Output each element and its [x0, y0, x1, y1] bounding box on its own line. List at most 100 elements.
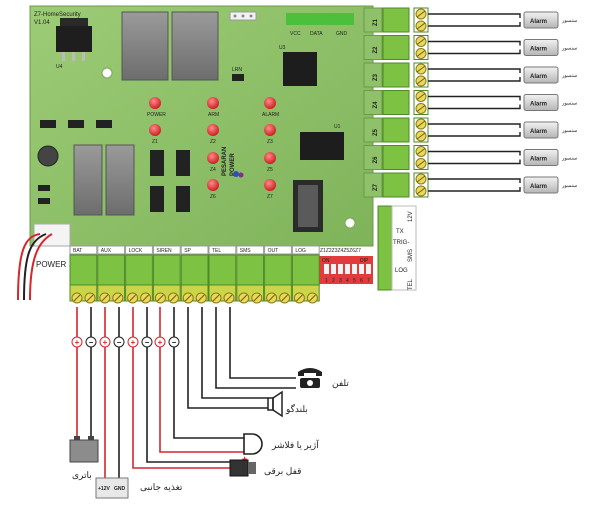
- pin-header-connector: [293, 180, 323, 232]
- chip-label-u3: U3: [279, 45, 286, 51]
- zone-terminal: [382, 145, 410, 170]
- smd-part: [96, 120, 112, 128]
- zone-label: Z1: [373, 18, 379, 26]
- sensor-label: سنسور: [561, 183, 577, 189]
- relay: [73, 144, 103, 216]
- zone-label-block: [363, 117, 383, 143]
- terminal-label: SIREN: [156, 248, 172, 254]
- battery-icon: [69, 436, 99, 463]
- transistor: [150, 150, 164, 176]
- zone-label-block: [363, 7, 383, 33]
- svg-text:−: −: [89, 338, 94, 347]
- led-label-z5: Z5: [267, 167, 273, 173]
- zone-label: Z7: [373, 183, 379, 191]
- dip-num: 6: [360, 278, 363, 284]
- brand-line-2: POWER: [230, 153, 236, 176]
- led-label-arm: ARM: [208, 112, 219, 118]
- zone-label: Z4: [373, 101, 379, 109]
- svg-text:−: −: [145, 338, 150, 347]
- header-label-vcc: VCC: [290, 31, 301, 37]
- dip-num: 5: [353, 278, 356, 284]
- speaker-icon: [267, 390, 283, 418]
- svg-text:+: +: [158, 338, 163, 347]
- led-alarm: [264, 97, 276, 109]
- led-z7: [264, 179, 276, 191]
- programming-header: [286, 13, 354, 25]
- header-label-data: DATA: [310, 31, 323, 37]
- zone-terminal: [382, 7, 410, 33]
- zone-label-block: [363, 35, 383, 60]
- svg-text:+: +: [131, 338, 136, 347]
- bottom-terminal: OUT: [264, 245, 292, 304]
- brand-line-1: PESARAN: [222, 147, 228, 176]
- side-label-tx: TX: [396, 229, 404, 235]
- right-terminal-strip: 12V TX TRIG- SMS LOG TEL: [377, 205, 417, 291]
- device-label-siren: آژیر یا فلاشر: [271, 439, 319, 451]
- telephone-icon: [298, 368, 322, 388]
- regulator-u4: U4: [56, 18, 92, 70]
- terminal-label: TEL: [212, 248, 221, 254]
- power-label: POWER: [36, 260, 66, 269]
- sensor-label: سنسور: [561, 156, 577, 162]
- alarm-sensor: [523, 121, 559, 139]
- zone-label-block: [363, 172, 383, 198]
- alarm-label: Alarm: [530, 184, 547, 190]
- bottom-terminal: SP: [180, 245, 209, 304]
- capacitor: [37, 145, 59, 167]
- transistor: [176, 186, 190, 212]
- dip-switch: Z1Z2Z3Z4Z5Z6Z7 ON DIP 1 2 3 4 5 6 7: [319, 248, 373, 284]
- brand-logo: PESARAN POWER: [222, 147, 244, 178]
- sensor-label: سنسور: [561, 101, 577, 107]
- led-z1: [149, 124, 161, 136]
- chip-label-u4: U4: [56, 64, 63, 70]
- zone-row: Z4 Alarm سنسور: [363, 90, 577, 115]
- chip-label-lrn: LRN: [232, 67, 242, 73]
- side-label-tel: TEL: [408, 278, 414, 290]
- device-label-phone: تلفن: [332, 378, 349, 389]
- bottom-terminal: SMS: [236, 245, 265, 304]
- device-label-lock: قفل برقی: [264, 466, 301, 477]
- sensor-label: سنسور: [561, 128, 577, 134]
- terminal-label: SP: [184, 248, 191, 254]
- alarm-label: Alarm: [530, 19, 547, 25]
- alarm-label: Alarm: [530, 74, 547, 80]
- mount-hole: [344, 217, 356, 229]
- svg-text:−: −: [172, 338, 177, 347]
- smd-part: [40, 120, 56, 128]
- zone-label: Z5: [373, 128, 379, 136]
- led-z3: [264, 124, 276, 136]
- terminal-label: BAT: [73, 248, 82, 254]
- chip-label-u1: U1: [334, 124, 341, 130]
- svg-text:+: +: [242, 454, 247, 464]
- bottom-terminal: TEL: [208, 245, 237, 304]
- zone-wire: [428, 187, 521, 192]
- zone-label-block: [363, 145, 383, 170]
- smd-part: [38, 185, 50, 191]
- led-z6: [207, 179, 219, 191]
- alarm-label: Alarm: [530, 102, 547, 108]
- smd-part: [68, 120, 84, 128]
- zone-row: Z7 Alarm سنسور: [363, 172, 577, 198]
- zone-wire: [428, 22, 521, 27]
- learn-button: [232, 74, 244, 81]
- svg-text:+: +: [75, 338, 80, 347]
- zone-wire: [428, 178, 521, 183]
- device-label-aux-supply: تغذیه جانبی: [140, 482, 183, 492]
- sensor-label: سنسور: [561, 46, 577, 52]
- led-label-z3: Z3: [267, 139, 273, 145]
- zone-label-block: [363, 62, 383, 88]
- led-label-z6: Z6: [210, 194, 216, 200]
- led-z2: [207, 124, 219, 136]
- dip-num: 3: [339, 278, 342, 284]
- zone-wire: [428, 13, 521, 18]
- board-version: V1.04: [34, 20, 50, 26]
- device-label-speaker: بلندگو: [285, 403, 308, 415]
- terminal-label: SMS: [240, 248, 252, 254]
- zone-label: Z3: [373, 73, 379, 81]
